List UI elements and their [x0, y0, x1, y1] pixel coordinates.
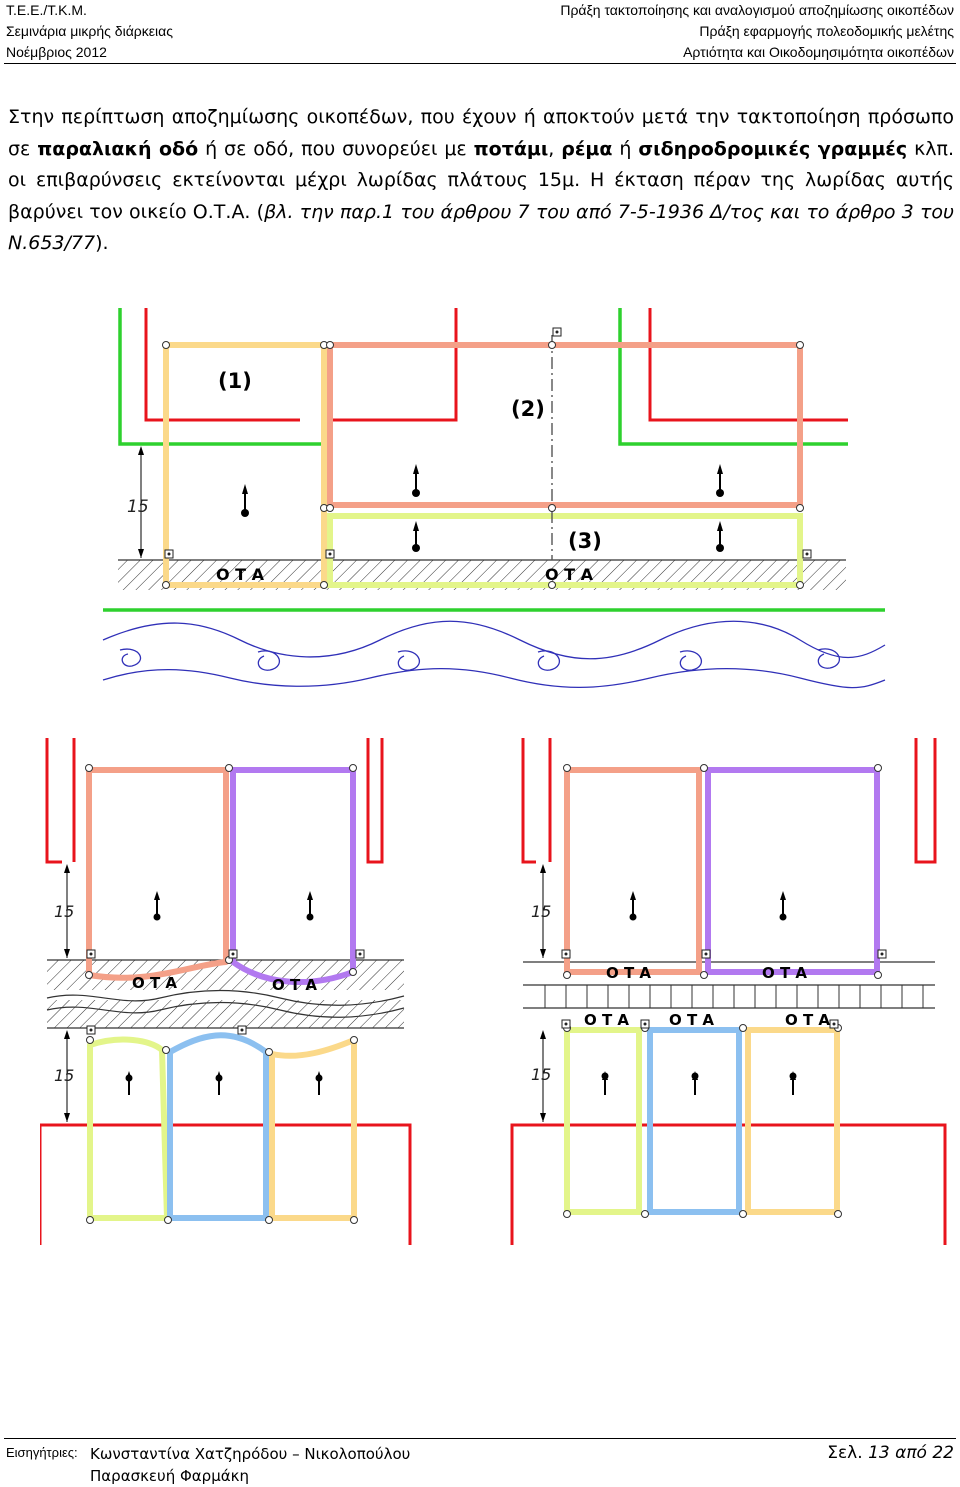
- header-right: Πράξη τακτοποίησης και αναλογισμού αποζη…: [560, 0, 954, 63]
- strip-boundary-green: [118, 308, 330, 446]
- plot-2-salmon: [327, 342, 803, 508]
- body-paragraph: Στην περίπτωση αποζημίωσης οικοπέδων, πο…: [8, 102, 954, 260]
- body-text-6: ).: [95, 232, 109, 254]
- header-left: Τ.Ε.Ε./Τ.Κ.Μ. Σεμινάρια μικρής διάρκειας…: [6, 0, 173, 63]
- body-italic-reference: βλ. την παρ.1 του άρθρου 7 του από 7-5-1…: [8, 200, 954, 255]
- plot-lime: [87, 1036, 170, 1221]
- footer-author-1: Κωνσταντίνα Χατζηρόδου – Νικολοπούλου: [90, 1445, 411, 1463]
- plot-yellow: [269, 1037, 357, 1221]
- header-seminar: Σεμινάρια μικρής διάρκειας: [6, 23, 173, 39]
- ota-label: Ο Τ Α: [132, 974, 177, 992]
- body-bold-railway: σιδηροδρομικές γραμμές: [638, 137, 908, 160]
- figure-river-plots: 15 15 Ο Τ Α Ο Τ Α: [38, 730, 420, 1250]
- dimension-arrow-icon: [64, 949, 70, 958]
- plot-1-yellow: [163, 342, 327, 588]
- plot-boundary-red: [914, 738, 937, 864]
- plot-boundary-red: [648, 308, 848, 422]
- plot-label-1: (1): [218, 369, 252, 393]
- body-bold-river: ποτάμι: [473, 137, 549, 160]
- strip-boundary-green: [618, 308, 848, 446]
- plot-purple: [230, 767, 356, 986]
- survey-markers: [164, 327, 812, 559]
- plot-boundary-red: [144, 308, 300, 422]
- body-text-2: ή σε οδό, που συνορεύει με: [198, 137, 474, 160]
- rail-sleepers: [544, 985, 924, 1008]
- dimension-arrow-icon: [540, 949, 546, 958]
- body-text-5: κλπ. οι επιβαρύνσεις εκτείνονται μέχρι λ…: [8, 137, 954, 223]
- ota-label: Ο Τ Α: [545, 565, 594, 584]
- sea-waves: [102, 620, 886, 689]
- figure-railway-plots: 15 15 Ο Τ Α Ο Τ Α Ο Τ Α Ο Τ Α Ο Τ Α: [510, 730, 950, 1250]
- survey-markers: [561, 949, 887, 1029]
- plot-label-3: (3): [568, 529, 602, 553]
- dimension-arrow-icon: [540, 1030, 546, 1039]
- ota-label: Ο Τ Α: [584, 1011, 629, 1029]
- building-pin-icons: [125, 891, 323, 1095]
- corner-markers: [162, 341, 804, 589]
- dimension-arrow-icon: [138, 446, 144, 455]
- page-total: 22: [932, 1443, 954, 1463]
- dimension-arrow-icon: [64, 1030, 70, 1039]
- dimension-arrow-icon: [64, 864, 70, 873]
- ota-label: Ο Τ Α: [606, 964, 651, 982]
- header-title-1: Πράξη τακτοποίησης και αναλογισμού αποζη…: [560, 2, 954, 18]
- page-current: 13: [868, 1443, 890, 1463]
- corner-markers: [85, 764, 358, 1224]
- dimension-arrow-icon: [540, 864, 546, 873]
- plot-yellow: [745, 1027, 840, 1215]
- plot-boundary-red: [38, 1123, 412, 1245]
- body-text-4: ή: [612, 137, 639, 160]
- plot-salmon: [86, 767, 229, 981]
- dimension-arrow-icon: [64, 1113, 70, 1122]
- figure-coastal-plots: 15 (1) (2) (3) Ο Τ Α Ο Τ Α: [100, 300, 900, 690]
- plot-salmon: [564, 767, 702, 975]
- building-pin-icons: [601, 891, 797, 1095]
- dimension-label: 15: [531, 1065, 551, 1084]
- dimension-label: 15: [127, 497, 149, 517]
- plot-boundary-red: [45, 738, 62, 864]
- ota-label: Ο Τ Α: [272, 976, 317, 994]
- dimension-label: 15: [531, 902, 551, 921]
- header-date: Νοέμβριος 2012: [6, 44, 107, 60]
- plot-purple: [705, 767, 880, 975]
- ota-label: Ο Τ Α: [669, 1011, 714, 1029]
- building-pin-icons: [241, 464, 724, 552]
- header-title-2: Πράξη εφαρμογής πολεοδομικής μελέτης: [699, 23, 954, 39]
- dimension-arrow-icon: [540, 1113, 546, 1122]
- footer-authors: Κωνσταντίνα Χατζηρόδου – Νικολοπούλου Πα…: [90, 1443, 410, 1487]
- plot-lime: [564, 1027, 642, 1215]
- plot-boundary-red: [366, 738, 384, 864]
- plot-boundary-red: [328, 308, 458, 422]
- page-prefix: Σελ.: [827, 1443, 869, 1463]
- plot-boundary-red: [521, 738, 536, 864]
- corner-markers: [563, 764, 882, 1218]
- plot-boundary-red: [510, 1123, 947, 1245]
- footer-author-2: Παρασκευή Φαρμάκη: [90, 1467, 249, 1485]
- ota-label: Ο Τ Α: [785, 1011, 830, 1029]
- dimension-label: 15: [54, 1066, 74, 1085]
- ota-label: Ο Τ Α: [216, 565, 265, 584]
- page-number: Σελ. 13 από 22: [827, 1443, 954, 1463]
- plot-label-2: (2): [511, 397, 545, 421]
- ota-label: Ο Τ Α: [762, 964, 807, 982]
- body-bold-stream: ρέμα: [561, 137, 613, 160]
- footer-label: Εισηγήτριες:: [6, 1445, 78, 1460]
- plot-blue: [647, 1027, 742, 1215]
- header-divider: [4, 63, 956, 64]
- footer-divider: [4, 1438, 956, 1439]
- plot-blue: [167, 1032, 269, 1221]
- survey-markers: [86, 949, 365, 1035]
- river-waves: [46, 989, 405, 1018]
- dimension-label: 15: [54, 902, 74, 921]
- header-org: Τ.Ε.Ε./Τ.Κ.Μ.: [6, 2, 87, 18]
- header-title-3: Αρτιότητα και Οικοδομησιμότητα οικοπέδων: [683, 44, 954, 60]
- body-text-1: Στην περίπτωση αποζημίωσης οικοπέδων, πο…: [8, 106, 954, 160]
- body-text-3: ,: [548, 137, 562, 160]
- dimension-arrow-icon: [138, 549, 144, 558]
- page-separator: από: [889, 1443, 933, 1463]
- body-bold-coastal-road: παραλιακή οδό: [37, 137, 199, 160]
